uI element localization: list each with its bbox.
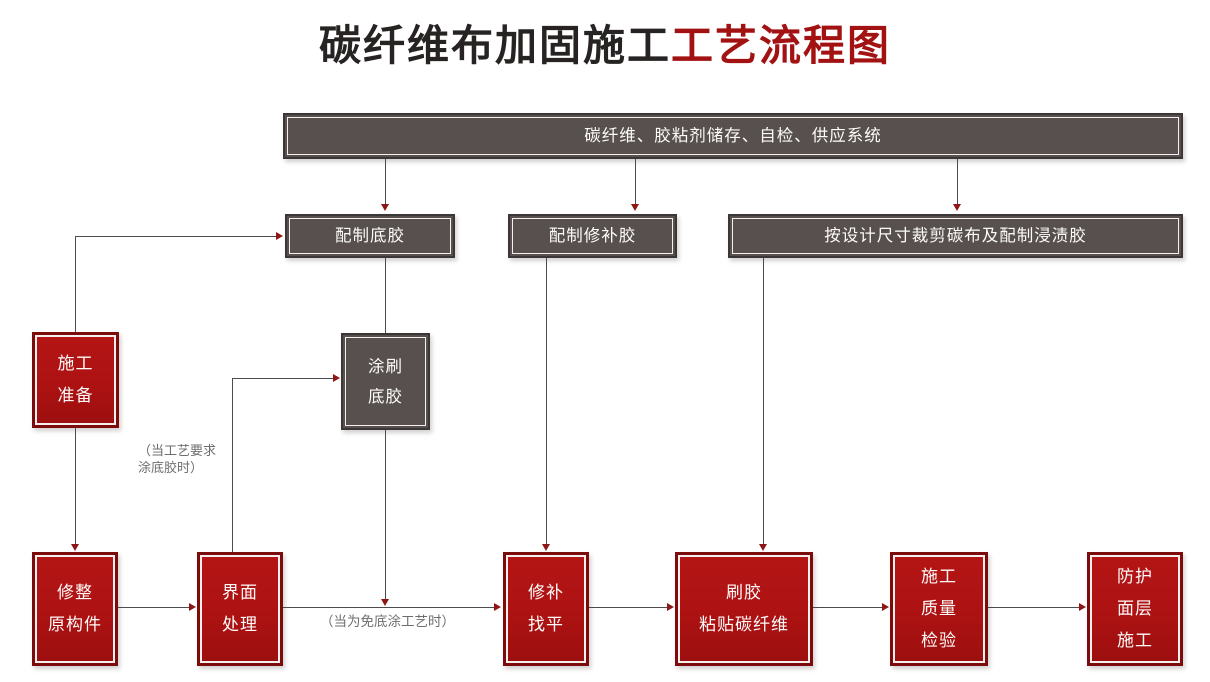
node-label: 处理 — [222, 615, 258, 634]
node-label: 施工 — [1117, 631, 1153, 650]
connector-storage-to-primer-line — [385, 159, 386, 205]
annotation-primer-required: （当工艺要求 涂底胶时） — [138, 442, 216, 476]
node-label: 碳纤维、胶粘剂储存、自检、供应系统 — [584, 127, 882, 145]
node-label: 配制底胶 — [335, 227, 405, 245]
connector-surface-to-leveling-line — [283, 607, 494, 608]
node-construction-preparation: 施工 准备 — [32, 332, 119, 428]
node-apply-primer: 涂刷 底胶 — [341, 333, 430, 430]
node-label: 质量 — [921, 599, 957, 618]
page-title: 碳纤维布加固施工工艺流程图 — [0, 14, 1210, 70]
arrowhead-down-icon — [759, 544, 767, 551]
connector-surface-to-apply-vertical — [232, 378, 233, 552]
arrowhead-right-icon — [1079, 603, 1086, 611]
title-part-dark: 碳纤维布加固施工 — [318, 21, 671, 69]
node-label: 底胶 — [368, 387, 403, 406]
arrowhead-down-icon — [542, 544, 550, 551]
connector-prep-to-primer-horizontal — [75, 236, 276, 237]
arrowhead-right-icon — [494, 603, 501, 611]
connector-members-to-surface-line — [118, 607, 189, 608]
node-label: 修整 — [57, 583, 93, 602]
node-label: 界面 — [222, 583, 258, 602]
connector-inspection-to-protective-line — [988, 607, 1080, 608]
arrowhead-down-icon — [953, 204, 961, 211]
node-label: 配制修补胶 — [548, 227, 637, 245]
node-label: 刷胶 — [726, 583, 762, 602]
node-material-storage-system: 碳纤维、胶粘剂储存、自检、供应系统 — [283, 113, 1183, 159]
node-label: 准备 — [57, 386, 94, 405]
node-surface-treatment: 界面 处理 — [197, 552, 283, 666]
connector-paste-to-inspection-line — [813, 607, 883, 608]
annotation-line: （当为免底涂工艺时） — [320, 614, 455, 629]
node-label: 检验 — [921, 631, 957, 650]
connector-cut-cloth-to-paste-line — [763, 258, 764, 545]
node-cut-cloth-prepare-impregnation: 按设计尺寸裁剪碳布及配制浸渍胶 — [728, 214, 1183, 258]
node-label: 粘贴碳纤维 — [699, 615, 789, 634]
node-label: 面层 — [1117, 599, 1153, 618]
node-quality-inspection: 施工 质量 检验 — [890, 552, 988, 666]
node-label: 涂刷 — [368, 357, 403, 376]
annotation-no-primer-process: （当为免底涂工艺时） — [320, 613, 455, 630]
connector-storage-to-cut-cloth-line — [957, 159, 958, 205]
arrowhead-down-icon — [71, 544, 79, 551]
node-protective-surface-layer: 防护 面层 施工 — [1087, 552, 1183, 666]
node-label: 按设计尺寸裁剪碳布及配制浸渍胶 — [824, 227, 1087, 245]
node-repair-original-members: 修整 原构件 — [32, 552, 118, 666]
node-label: 施工 — [921, 567, 957, 586]
node-label: 施工 — [57, 354, 94, 373]
annotation-line: （当工艺要求 — [138, 443, 217, 458]
node-repair-leveling: 修补 找平 — [503, 552, 589, 666]
annotation-line: 涂底胶时） — [138, 460, 204, 475]
node-label: 防护 — [1117, 567, 1153, 586]
connector-surface-to-apply-horizontal — [232, 378, 336, 379]
connector-storage-to-repair-adhesive-line — [635, 159, 636, 205]
arrowhead-right-icon — [882, 603, 889, 611]
node-label: 原构件 — [48, 615, 102, 634]
arrowhead-right-icon — [667, 603, 674, 611]
arrowhead-right-icon — [333, 374, 340, 382]
node-prepare-primer: 配制底胶 — [285, 214, 455, 258]
connector-prep-to-primer-vertical — [75, 236, 76, 332]
connector-primer-to-apply-line — [385, 258, 386, 333]
node-label: 修补 — [528, 583, 564, 602]
connector-prep-to-repair-members-line — [75, 428, 76, 545]
arrowhead-down-icon — [381, 599, 389, 606]
arrowhead-right-icon — [189, 603, 196, 611]
connector-repair-adhesive-to-leveling-line — [546, 258, 547, 545]
arrowhead-right-icon — [276, 232, 283, 240]
connector-apply-primer-down-line — [385, 430, 386, 600]
node-apply-adhesive-paste-fiber: 刷胶 粘贴碳纤维 — [675, 552, 813, 666]
connector-leveling-to-paste-line — [589, 607, 668, 608]
node-label: 找平 — [528, 615, 564, 634]
node-prepare-repair-adhesive: 配制修补胶 — [508, 214, 677, 258]
arrowhead-down-icon — [381, 204, 389, 211]
arrowhead-down-icon — [631, 204, 639, 211]
title-part-accent: 工艺流程图 — [671, 21, 892, 69]
